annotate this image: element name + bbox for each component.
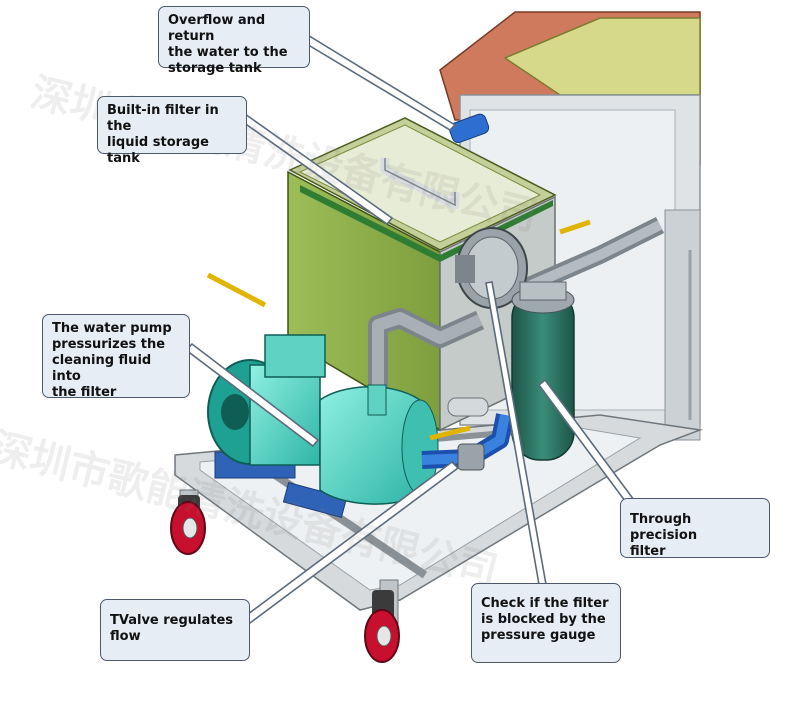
leader-overflow bbox=[298, 32, 457, 132]
callout-water-pump: The water pump pressurizes the cleaning … bbox=[42, 314, 190, 400]
callout-builtin-filter: Built-in filter in the liquid storage ta… bbox=[97, 96, 247, 166]
callout-tvalve: TValve regulates flow bbox=[100, 599, 250, 661]
callout-pressure-gauge: Check if the filter is blocked by the pr… bbox=[471, 583, 621, 663]
wheel bbox=[364, 590, 400, 663]
precision-filter bbox=[511, 281, 575, 461]
callout-overflow: Overflow and return the water to the sto… bbox=[158, 6, 310, 76]
t-valve bbox=[421, 397, 514, 471]
water-pump bbox=[207, 334, 439, 519]
callout-precision-filter: Through precision filter bbox=[620, 498, 770, 559]
return-pipe bbox=[448, 113, 490, 144]
leader-water-pump bbox=[184, 342, 320, 448]
leader-lines bbox=[184, 32, 636, 628]
piping bbox=[206, 216, 665, 405]
wheel bbox=[170, 495, 206, 555]
